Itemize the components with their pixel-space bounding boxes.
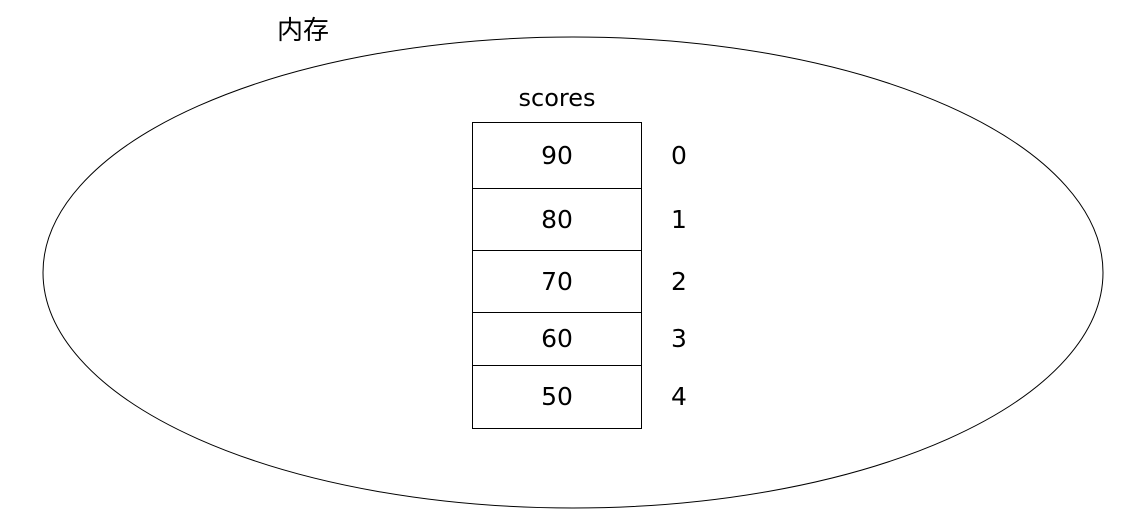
array-cell-value: 90 — [541, 140, 573, 170]
array-index-label: 0 — [671, 140, 687, 170]
array-cell-row: 90 0 — [473, 123, 687, 189]
array-cell-row: 60 3 — [473, 313, 687, 366]
array-cell-value: 80 — [541, 204, 573, 234]
array-index-label: 3 — [671, 324, 687, 353]
array-cell-value: 50 — [541, 382, 573, 411]
array-cell-row: 80 1 — [473, 189, 687, 251]
array-index-label: 4 — [671, 382, 687, 411]
array-cell-row: 70 2 — [473, 251, 687, 313]
array-cell-row: 50 4 — [473, 366, 687, 428]
memory-label: 内存 — [277, 16, 330, 46]
array-cell-value: 60 — [541, 324, 573, 353]
array-table: 90 0 80 1 70 2 60 3 50 4 — [472, 122, 687, 429]
array-index-label: 1 — [671, 204, 687, 234]
array-name-label: scores — [518, 84, 596, 112]
array-index-label: 2 — [671, 266, 687, 296]
array-cell-value: 70 — [541, 266, 573, 296]
